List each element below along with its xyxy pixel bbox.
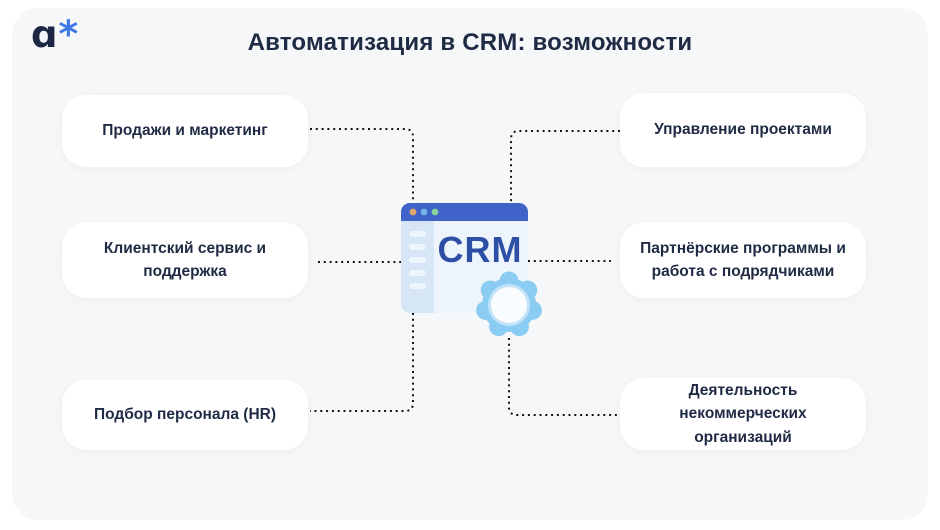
crm-label: CRM (437, 229, 523, 270)
card-label: Продажи и маркетинг (102, 122, 268, 140)
card-label: Подбор персонала (HR) (93, 406, 277, 424)
window-header (401, 203, 528, 221)
window-dot-orange (409, 208, 417, 216)
connector-sales (310, 128, 414, 203)
window-dot-green (431, 208, 439, 216)
card-hr: Подбор персонала (HR) (62, 380, 308, 450)
card-client-service: Клиентский сервис и поддержка (62, 222, 308, 298)
page-title: Автоматизация в CRM: возможности (247, 29, 693, 56)
connector-projects (510, 130, 620, 203)
card-partner-programs: Партнёрские программы и работа с подрядч… (620, 222, 866, 298)
card-project-management: Управление проектами (620, 93, 866, 167)
window-dot-blue (420, 208, 428, 216)
card-label: Клиентский сервис и поддержка (103, 239, 267, 280)
card-sales-marketing: Продажи и маркетинг (62, 95, 308, 167)
card-label: Партнёрские программы и работа с подрядч… (640, 239, 846, 280)
sidebar-menu-lines (409, 231, 426, 289)
card-label: Управление проектами (654, 121, 832, 139)
brand-logo: ɑ* (31, 12, 79, 56)
asterisk-icon: * (58, 12, 80, 56)
connector-nonprofit (508, 338, 620, 416)
window-sidebar (401, 221, 434, 313)
crm-window-icon (401, 203, 542, 337)
brand-logo-letter: ɑ (31, 13, 59, 56)
connector-hr (310, 313, 414, 412)
gear-center (491, 287, 527, 323)
card-nonprofit: Деятельность некоммерческих организаций (620, 378, 866, 450)
gear-icon (476, 271, 542, 337)
card-label: Деятельность некоммерческих организаций (679, 382, 807, 446)
